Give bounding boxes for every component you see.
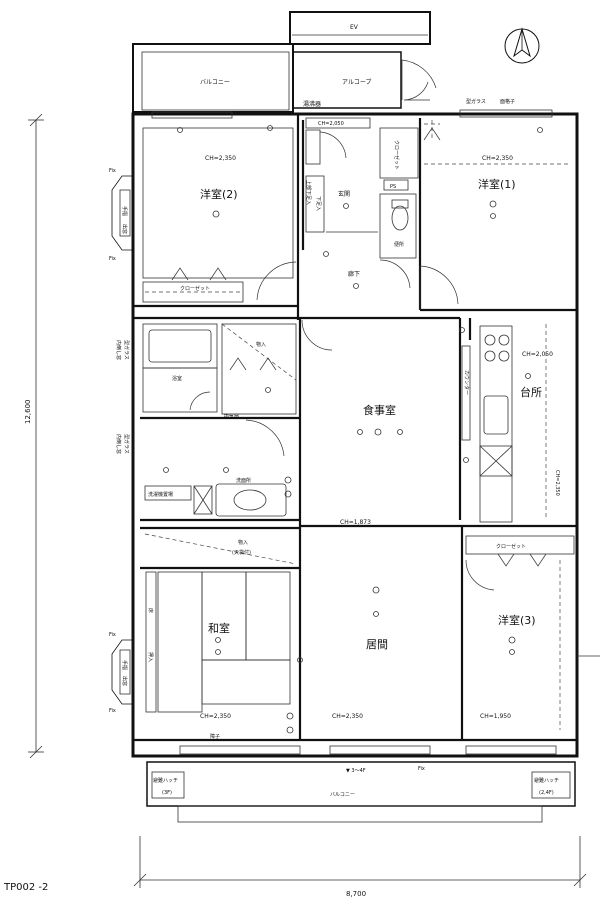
ch-2350-w2: CH=2,350 [205, 155, 236, 162]
ch-1873-label: CH=1,873 [340, 519, 371, 526]
western1-label: 洋室(1) [478, 177, 516, 191]
tesuri-top-label: 手摺 [121, 206, 128, 216]
hatch-right-1: 避難ハッチ [534, 777, 559, 784]
ch-2350-l: CH=2,350 [332, 713, 363, 720]
western2-label: 洋室(2) [200, 187, 238, 201]
room-kitchen: CH=2,050 台所 CH=2,350 [479, 324, 560, 523]
balcony-top-label: バルコニー [200, 79, 230, 86]
entrance-label: 玄関 [338, 190, 350, 198]
dining-label: 食事室 [363, 403, 396, 417]
water-heater-label: 湯沸器 [303, 100, 321, 108]
bottom-balcony: ▼ 3～4F Fix バルコニー 避難ハッチ (3F) 避難ハッチ (2,4F) [146, 745, 576, 823]
dim-height-label: 12,600 [24, 400, 32, 425]
western3-label: 洋室(3) [498, 613, 536, 627]
closet-w2-label: クローゼット [180, 285, 210, 292]
fan-label: 換気扇 [224, 413, 239, 420]
fix-tl1-label: Fix [109, 168, 116, 174]
closet-w3-label: クローゼット [496, 543, 526, 550]
room-western2: CH=2,350 洋室(2) クローゼット [142, 125, 297, 303]
inner-window-1b: 型ガラス [123, 340, 130, 360]
bath-label: 浴室 [172, 375, 182, 382]
with-ceiling-label: (天袋付) [232, 549, 251, 556]
hatch-right-2: (2,4F) [539, 790, 554, 796]
room-living: 居間 CH=2,350 [297, 586, 388, 720]
storage-mid-label: 物入 [256, 341, 266, 348]
room-washroom: 洗面所 洗濯機置場 [144, 419, 292, 517]
room-bath: 浴室 物入 換気扇 [142, 323, 297, 420]
room-japanese: 物入 (天袋付) 和室 床 押入 CH=2,350 障子 [144, 533, 297, 740]
ev-label: EV [350, 24, 359, 31]
dim-width-label: 8,700 [346, 890, 366, 898]
room-western1: CH=2,350 洋室(1) [423, 120, 570, 219]
floor-note-label: ▼ 3～4F [346, 768, 366, 774]
closet-top-label: クローゼット [393, 140, 400, 170]
inner-window-2b: 型ガラス [123, 434, 130, 454]
ch-2350-k-vert: CH=2,350 [554, 470, 560, 496]
counter-label: カウンター [463, 370, 470, 395]
interior-walls [133, 114, 577, 742]
tesuri-mid2-label: 出窓 [121, 676, 128, 686]
upper-shoe-box-label: 上部下足入 [305, 180, 312, 205]
oshi-label: 押入 [147, 652, 154, 662]
outer-walls [131, 112, 579, 758]
ch-2050-k: CH=2,050 [522, 351, 553, 358]
tesuri-top2-label: 出窓 [121, 224, 128, 234]
top-windows [151, 109, 553, 119]
ch-2050-label: CH=2,050 [318, 121, 344, 127]
fix-bottom-label: Fix [418, 766, 425, 772]
storage-j-label: 物入 [238, 539, 248, 546]
toko-label: 床 [147, 608, 154, 613]
bay-window-lower: Fix Fix 手摺 出窓 [109, 632, 133, 714]
inner-window-1: 内倒し窓 [115, 340, 122, 360]
drawing-code: TP002 -2 [3, 882, 48, 893]
alcove-label: アルコーブ [342, 78, 371, 86]
frosted-glass-label: 型ガラス [466, 98, 486, 105]
dimension-width: 8,700 [133, 836, 587, 898]
north-arrow-icon [504, 27, 540, 64]
fix-tl2-label: Fix [109, 256, 116, 262]
washer-label: 洗濯機置場 [148, 491, 173, 498]
shoe-box-label: 下足入 [315, 196, 321, 211]
ch-2350-j: CH=2,350 [200, 713, 231, 720]
elevator-area: EV [289, 11, 431, 45]
inner-window-labels: 内倒し窓 型ガラス 内倒し窓 型ガラス [115, 340, 130, 454]
living-label: 居間 [366, 638, 388, 651]
inner-window-2: 内倒し窓 [115, 434, 122, 454]
kitchen-label: 台所 [520, 385, 542, 399]
toilet-label: 便所 [394, 241, 404, 248]
balcony-bottom-label: バルコニー [330, 792, 355, 798]
bay-window-upper: Fix Fix 手摺 出窓 [109, 168, 133, 262]
ps-label: PS [390, 184, 396, 190]
hatch-left-1: 避難ハッチ [153, 777, 178, 784]
hatch-left-2: (3F) [162, 790, 172, 796]
ch-1950-w3: CH=1,950 [480, 713, 511, 720]
tesuri-mid-label: 手摺 [121, 660, 128, 670]
iron-lattice-label: 面格子 [500, 98, 515, 105]
fix-ml2-label: Fix [109, 708, 116, 714]
dimension-height: 12,600 [24, 113, 44, 759]
top-balcony: バルコニー アルコーブ 湯沸器 型ガラス 面格子 [132, 43, 515, 113]
entrance-area: CH=2,050 クローゼット PS 上部下足入 下足入 玄関 便所 廊下 [301, 117, 459, 351]
hallway-label: 廊下 [348, 270, 360, 278]
shoji-label: 障子 [210, 733, 220, 740]
fix-ml1-label: Fix [109, 632, 116, 638]
washroom-label: 洗面所 [236, 477, 251, 484]
room-dining: 食事室 カウンター [357, 327, 471, 463]
room-western3: クローゼット 洋室(3) CH=1,950 [465, 535, 600, 730]
ch-2350-w1: CH=2,350 [482, 155, 513, 162]
japanese-label: 和室 [208, 621, 230, 635]
